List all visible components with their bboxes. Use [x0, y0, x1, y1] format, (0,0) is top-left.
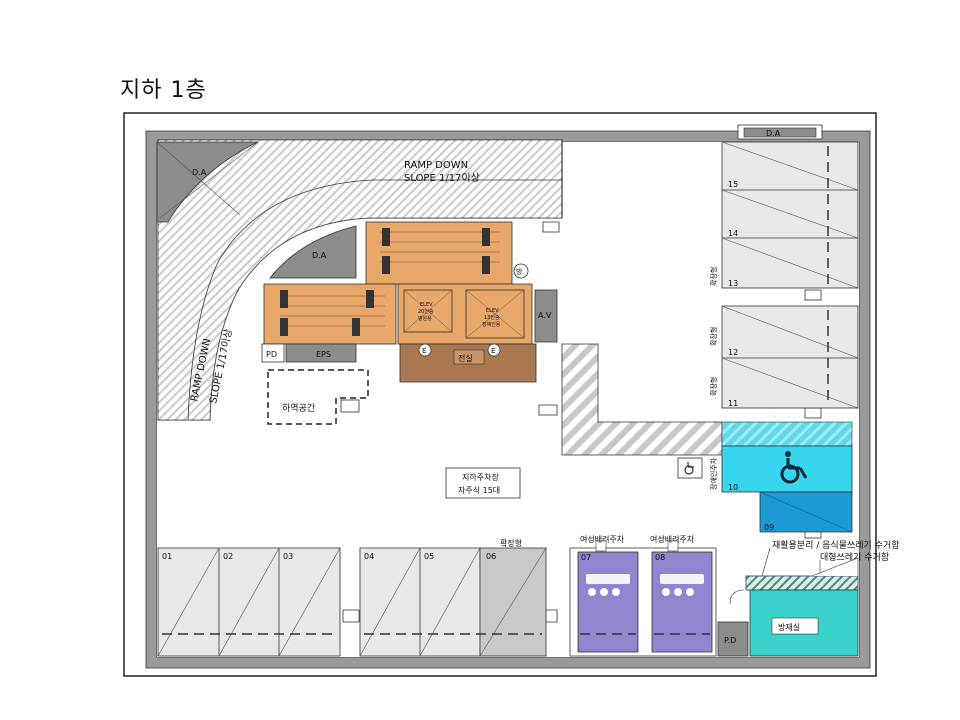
space-05: 05: [424, 552, 434, 561]
pd-shaft-bottom: [717, 621, 749, 657]
garage-name: 지하주차장: [462, 472, 499, 482]
elev-left-c: 병원용: [418, 315, 432, 322]
space-15: 15: [728, 180, 738, 189]
recycle-label-2: 대형쓰레기 수거함: [820, 552, 889, 563]
space-12: 12: [728, 348, 738, 357]
space-14: 14: [728, 229, 738, 238]
accessible-label: 장애인주차: [709, 457, 718, 490]
right-parking-upper: [721, 141, 859, 289]
av-label: A.V: [538, 311, 552, 320]
duct-area-mid: [269, 225, 357, 279]
space-01: 01: [162, 552, 172, 561]
accessible-sign-icon: [684, 462, 694, 475]
elev-right-a: ELEV: [486, 308, 499, 314]
recycle-label-1: 재활용분리 / 음식물쓰레기 수거함: [772, 539, 900, 551]
da-top-right-label: D.A: [766, 129, 781, 138]
ramp: [157, 139, 563, 421]
accessible-aisle: [721, 421, 853, 447]
space-04: 04: [364, 552, 374, 561]
expanded-label-top: 확장형: [500, 538, 522, 548]
space-10: 10: [728, 483, 738, 492]
da-mid-label: D.A: [312, 251, 327, 260]
women-label-2: 여성배려주차: [650, 534, 695, 544]
wheelchair-icon: [780, 458, 808, 484]
unloading-area: [267, 369, 369, 425]
women-space-08: [651, 551, 713, 653]
disaster-room-label: 방재실: [778, 622, 800, 632]
women-label-1: 여성배려주차: [580, 534, 625, 544]
pd-bottom-label: P.D: [724, 636, 736, 645]
space-06: 06: [486, 552, 496, 561]
space-08: 08: [655, 553, 665, 562]
expanded-right-1: 확장형: [709, 267, 718, 286]
unload-label: 하역공간: [282, 403, 315, 414]
elev-marker-left: E: [422, 347, 426, 355]
expanded-right-3: 확장형: [709, 377, 718, 396]
eps-shaft: [285, 343, 357, 363]
space-09: 09: [764, 523, 774, 532]
pd-shaft-left: [261, 343, 285, 363]
expanded-right-2: 확장형: [709, 327, 718, 346]
bottom-parking: [157, 547, 547, 657]
da-corner-label: D.A: [192, 168, 207, 177]
space-03: 03: [283, 552, 293, 561]
elev-left-a: ELEV: [420, 302, 433, 308]
elev-right-c: 장애인용: [482, 321, 501, 328]
garage-count: 자주식 15대: [458, 486, 500, 495]
eps-label: EPS: [316, 350, 331, 359]
elev-marker-right: E: [491, 347, 495, 355]
ramp-top-slope: SLOPE 1/17이상: [404, 172, 480, 184]
space-13: 13: [728, 279, 738, 288]
elevator-core: [397, 283, 533, 345]
women-pictogram: [586, 574, 704, 596]
elev-hall-label: 전실: [458, 353, 473, 363]
right-parking-middle: [721, 305, 859, 409]
accessible-sign: [677, 457, 703, 479]
av-shaft: [534, 289, 558, 343]
ramp-top-label: RAMP DOWN: [404, 160, 468, 171]
elev-left-b: 20인승: [418, 308, 434, 315]
duct-area-corner: [156, 141, 259, 223]
fire-symbol-label: 방: [516, 267, 523, 276]
elev-right-b: 13인승: [484, 314, 500, 321]
pd-left-label: PD: [266, 350, 277, 359]
space-11: 11: [728, 399, 738, 408]
women-space-07: [577, 551, 639, 653]
fire-symbol: [513, 263, 529, 279]
space-07: 07: [581, 553, 591, 562]
page-title: 지하 1층: [120, 78, 207, 103]
space-02: 02: [223, 552, 233, 561]
